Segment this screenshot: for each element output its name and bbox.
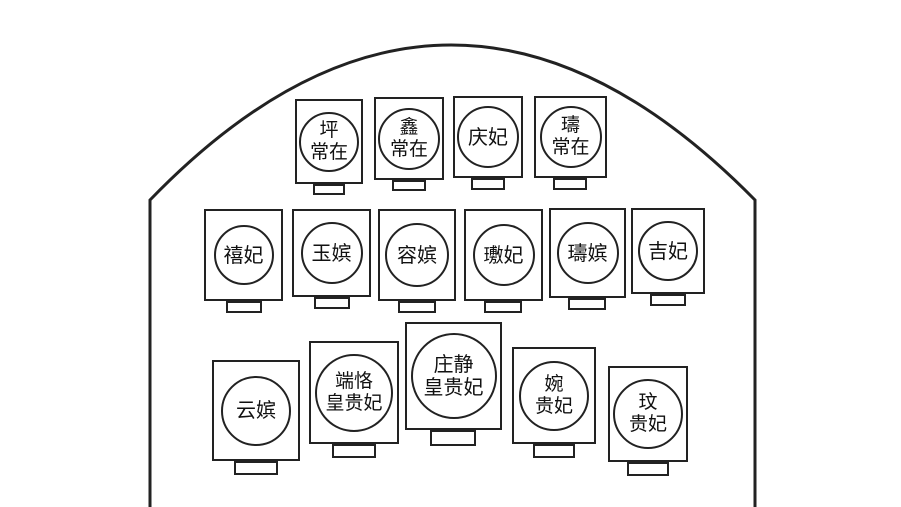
tablet-base (313, 184, 345, 195)
tablet-middle-4: 璷妃 (464, 209, 543, 301)
tablet-back-4: 璹 常在 (534, 96, 607, 178)
tablet-base (627, 462, 669, 476)
tablet-base (568, 298, 606, 310)
tablet-base (332, 444, 376, 458)
tablet-name-circle: 玉嫔 (300, 222, 363, 284)
tablet-front-4: 婉 贵妃 (512, 347, 596, 444)
tablet-name-circle: 璹 常在 (539, 106, 602, 168)
tablet-name-circle: 坪 常在 (299, 111, 359, 172)
tablet-name-circle: 容嫔 (385, 223, 449, 287)
tablet-back-2: 鑫 常在 (374, 97, 444, 180)
tablet-front-5: 玟 贵妃 (608, 366, 688, 462)
tablet-base (392, 180, 426, 191)
tablet-middle-5: 璹嫔 (549, 208, 626, 298)
tablet-back-3: 庆妃 (453, 96, 523, 178)
tablet-middle-2: 玉嫔 (292, 209, 371, 297)
tablet-name-circle: 玟 贵妃 (613, 379, 683, 449)
tablet-front-1: 云嫔 (212, 360, 300, 461)
tablet-back-1: 坪 常在 (295, 99, 363, 184)
tablet-name-circle: 鑫 常在 (378, 107, 440, 170)
tablet-name-circle: 婉 贵妃 (519, 360, 589, 431)
tablet-name-circle: 庆妃 (457, 106, 519, 168)
tablet-name-circle: 庄静 皇贵妃 (410, 333, 497, 419)
tablet-front-2: 端恪 皇贵妃 (309, 341, 399, 444)
tablet-name-circle: 璷妃 (472, 224, 535, 286)
tablet-name-circle: 璹嫔 (556, 222, 619, 284)
tablet-name-circle: 云嫔 (221, 375, 291, 446)
tablet-base (650, 294, 686, 306)
tablet-base (234, 461, 278, 475)
tablet-base (398, 301, 436, 313)
tablet-base (484, 301, 522, 313)
tablet-base (471, 178, 505, 190)
tablet-name-circle: 禧妃 (213, 225, 274, 285)
tablet-base (314, 297, 350, 309)
tablet-base (533, 444, 575, 458)
tablet-name-circle: 吉妃 (638, 221, 698, 281)
tablet-base (226, 301, 262, 313)
tablet-name-circle: 端恪 皇贵妃 (315, 353, 393, 432)
tablet-middle-6: 吉妃 (631, 208, 705, 294)
tablet-base (553, 178, 587, 190)
tablet-middle-1: 禧妃 (204, 209, 283, 301)
tablet-base (430, 430, 476, 446)
tablet-front-3: 庄静 皇贵妃 (405, 322, 502, 430)
tablet-middle-3: 容嫔 (378, 209, 456, 301)
